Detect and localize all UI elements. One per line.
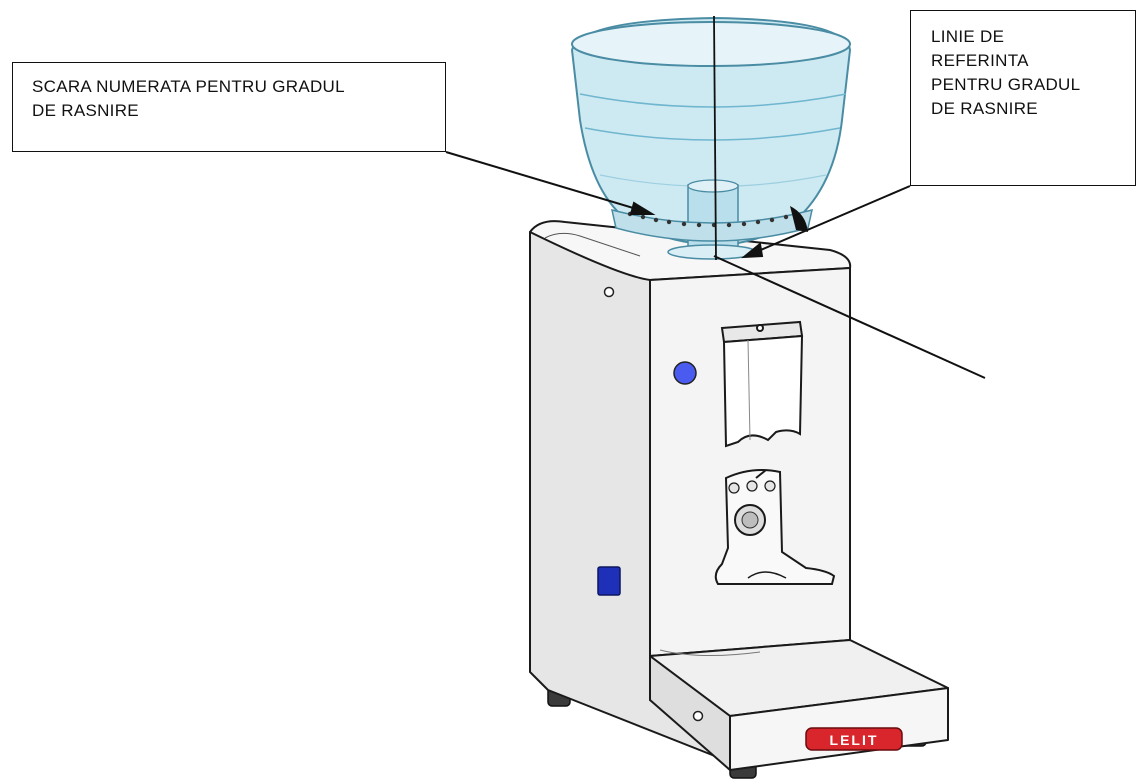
svg-text:LELIT: LELIT [830,732,879,748]
reference-callout-line-1: LINIE DE [931,25,1135,49]
reference-callout-line-2: REFERINTA [931,49,1135,73]
reference-callout-line-3: PENTRU GRADUL [931,73,1135,97]
scale-callout: SCARA NUMERATA PENTRU GRADUL DE RASNIRE [12,62,446,152]
coffee-chute [722,322,802,446]
reference-callout-line-4: DE RASNIRE [931,97,1135,121]
scale-callout-line-1: SCARA NUMERATA PENTRU GRADUL [32,75,445,99]
bean-hopper [572,18,850,259]
power-switch-icon[interactable] [598,567,620,595]
start-button-icon[interactable] [674,362,696,384]
reference-callout: LINIE DE REFERINTA PENTRU GRADUL DE RASN… [910,10,1136,186]
lelit-logo: LELIT [806,728,902,750]
scale-callout-line-2: DE RASNIRE [32,99,445,123]
